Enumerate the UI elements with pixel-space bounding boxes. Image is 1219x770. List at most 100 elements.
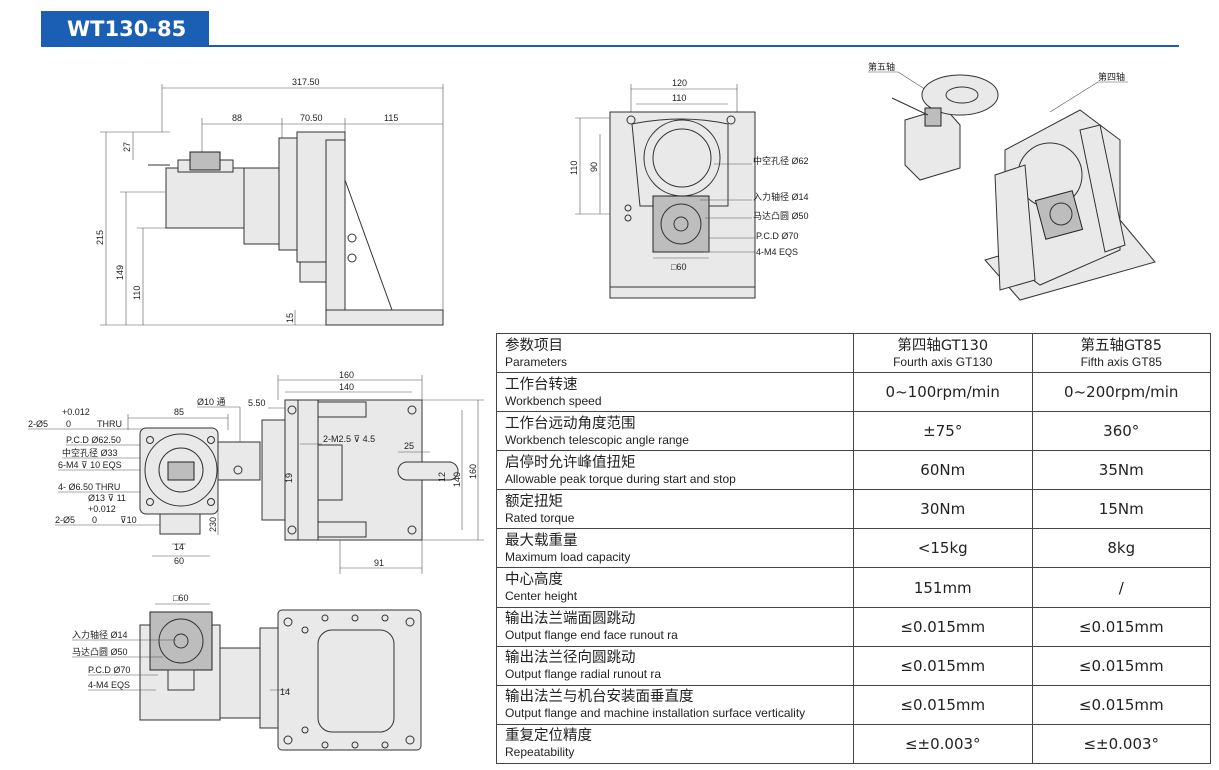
dim-5-50: 5.50 — [248, 398, 266, 408]
bottom-view-drawing: □60 入力轴径 Ø14 马达凸圆 Ø50 P.C.D Ø70 4-M4 EQS… — [72, 593, 422, 751]
param-en: Output flange and machine installation s… — [505, 706, 806, 721]
value-fifth-axis: 15Nm — [1031, 489, 1211, 530]
param-cn: 输出法兰端面圆跳动 — [505, 611, 636, 628]
label-hole2-c: 0 — [92, 515, 97, 525]
isometric-view-drawing: 第五轴 第四轴 — [868, 61, 1156, 301]
param-cn: 重复定位精度 — [505, 728, 592, 745]
value-fifth-axis: ≤0.015mm — [1031, 645, 1211, 686]
header-fifth-axis: 第五轴GT85 Fifth axis GT85 — [1031, 332, 1211, 374]
label-hole1-a: 2-Ø5 — [28, 419, 48, 429]
dim-height-149: 149 — [115, 265, 125, 280]
value-fourth-axis: 151mm — [853, 567, 1033, 608]
dim-width-160: 160 — [339, 370, 354, 380]
label-m2-5: 2-M2.5 ⊽ 4.5 — [323, 434, 375, 444]
dim-seg1: 88 — [232, 113, 242, 123]
dim-total-length: 317.50 — [292, 77, 320, 87]
value-fourth-axis: <15kg — [853, 528, 1033, 569]
value-fourth-axis: ≤0.015mm — [853, 684, 1033, 725]
top-view-drawing: 160 140 5.50 2-M2.5 ⊽ 4.5 25 12 140 160 … — [248, 370, 484, 574]
label-hole1-d: THRU — [97, 419, 122, 429]
label-input-shaft: 入力轴径 Ø14 — [753, 191, 809, 202]
label-pcd-70: P.C.D Ø70 — [756, 231, 798, 241]
dim-14-left: 14 — [174, 542, 184, 552]
value-fifth-axis: 360° — [1031, 411, 1211, 452]
label-pcd-62-50: P.C.D Ø62.50 — [66, 435, 121, 445]
label-screws-bottom: 4-M4 EQS — [88, 680, 130, 690]
label-hollow-33: 中空孔径 Ø33 — [62, 447, 118, 458]
header-parameters-cn: 参数项目 — [505, 337, 563, 354]
param-en: Workbench telescopic angle range — [505, 432, 689, 447]
label-motor-boss-bottom: 马达凸圆 Ø50 — [72, 646, 128, 657]
header-fourth-axis-en: Fourth axis GT130 — [893, 354, 993, 369]
page-title: WT130-85 — [41, 11, 209, 47]
value-fifth-axis: ≤0.015mm — [1031, 606, 1211, 647]
value-fourth-axis: ≤0.015mm — [853, 606, 1033, 647]
param-en: Center height — [505, 589, 578, 603]
value-fourth-axis: ≤0.015mm — [853, 645, 1033, 686]
label-pcd-70-bottom: P.C.D Ø70 — [88, 665, 130, 675]
value-fourth-axis: ±75° — [853, 411, 1033, 452]
label-screws-m4: 4-M4 EQS — [756, 247, 798, 257]
value-fifth-axis: 0~200rpm/min — [1031, 372, 1211, 413]
label-motor-boss: 马达凸圆 Ø50 — [753, 210, 809, 221]
dim-square-60: □60 — [671, 262, 686, 272]
dim-seg2: 70.50 — [300, 113, 323, 123]
label-input-shaft-bottom: 入力轴径 Ø14 — [72, 629, 128, 640]
value-fourth-axis: 60Nm — [853, 450, 1033, 491]
side-view-drawing: 317.50 88 70.50 115 215 27 149 110 15 — [95, 77, 444, 326]
dim-height-110: 110 — [132, 286, 142, 300]
value-fourth-axis: 30Nm — [853, 489, 1033, 530]
table-header-row: 参数项目 Parameters 第四轴GT130 Fourth axis GT1… — [496, 332, 1211, 374]
param-cn: 额定扭矩 — [505, 493, 563, 510]
label-fifth-axis: 第五轴 — [868, 61, 895, 72]
param-en: Output flange radial runout ra — [505, 667, 662, 682]
value-fifth-axis: / — [1031, 567, 1211, 608]
value-fifth-axis: 35Nm — [1031, 450, 1211, 491]
param-cn: 中心高度 — [505, 572, 563, 588]
label-hole2-a: 2-Ø5 — [55, 515, 75, 525]
dim-width-110: 110 — [672, 93, 686, 103]
label-hole2-b: +0.012 — [88, 504, 116, 514]
title-divider — [41, 45, 1179, 47]
label-m4-6: 6-M4 ⊽ 10 EQS — [58, 460, 122, 470]
value-fifth-axis: ≤±0.003° — [1031, 723, 1211, 765]
dim-height-total: 215 — [95, 230, 105, 245]
front-view-drawing: 120 110 110 90 □60 中空孔径 Ø62 入力轴径 Ø14 马达凸… — [569, 78, 809, 299]
value-fifth-axis: ≤0.015mm — [1031, 684, 1211, 725]
label-hole2-d: ⊽10 — [120, 515, 137, 525]
header-parameters-en: Parameters — [505, 354, 568, 369]
dim-19: 19 — [284, 473, 294, 483]
header-parameters: 参数项目 Parameters — [496, 332, 854, 374]
value-fourth-axis: 0~100rpm/min — [853, 372, 1033, 413]
left-view-drawing: 85 Ø10 通 2-Ø5 +0.012 0 THRU P.C.D Ø62.50… — [28, 397, 261, 566]
label-hole1-b: +0.012 — [62, 407, 90, 417]
dim-60-left: 60 — [174, 556, 184, 566]
dim-height-160: 160 — [468, 464, 478, 479]
dim-230: 230 — [208, 517, 218, 532]
param-en: Allowable peak torque during start and s… — [505, 471, 736, 486]
param-en: Workbench speed — [505, 393, 602, 408]
param-cn: 工作台远动角度范围 — [505, 415, 636, 432]
label-hollow-62: 中空孔径 Ø62 — [753, 155, 809, 166]
dim-91: 91 — [374, 558, 384, 568]
label-hole1-c: 0 — [66, 419, 71, 429]
param-cn: 最大载重量 — [505, 532, 578, 549]
header-fifth-axis-cn: 第五轴GT85 — [1080, 337, 1163, 354]
dim-14-bottom: 14 — [280, 687, 290, 697]
label-fourth-axis: 第四轴 — [1098, 71, 1125, 82]
